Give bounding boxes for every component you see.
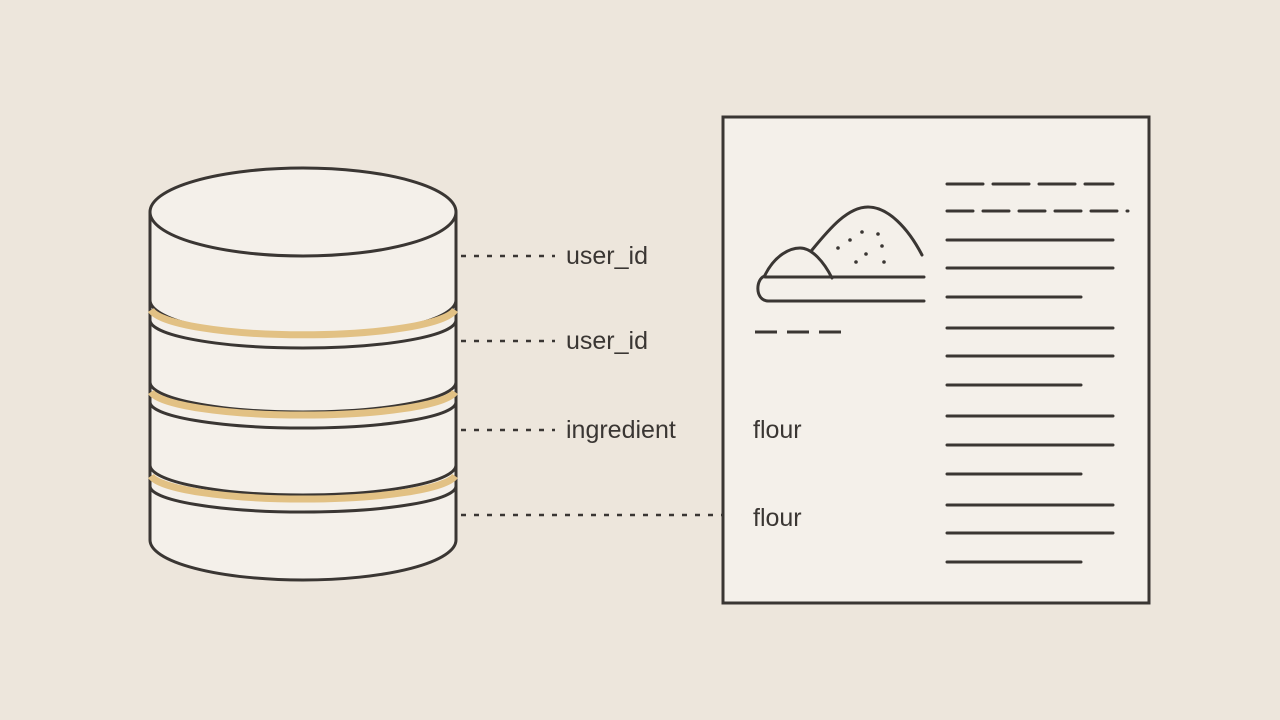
cylinder-band-2-accent: [148, 389, 458, 419]
doc-value-label-1: flour: [753, 416, 802, 444]
document-text-lines: [945, 182, 1130, 564]
field-connectors: [461, 254, 722, 517]
flour-pile-icon: [756, 205, 926, 303]
cylinder-band-1-accent: [148, 307, 458, 339]
cylinder-body: [148, 212, 458, 582]
db-field-label-2: user_id: [566, 327, 648, 355]
db-field-label-1: user_id: [566, 242, 648, 270]
cylinder-top: [148, 166, 458, 258]
cylinder-band-3-accent: [148, 473, 458, 503]
document-page: [721, 115, 1151, 605]
doc-value-label-2: flour: [753, 504, 802, 532]
database-cylinder-icon: [148, 166, 458, 582]
db-field-label-3: ingredient: [566, 416, 676, 444]
cylinder-band-3: [148, 464, 458, 497]
